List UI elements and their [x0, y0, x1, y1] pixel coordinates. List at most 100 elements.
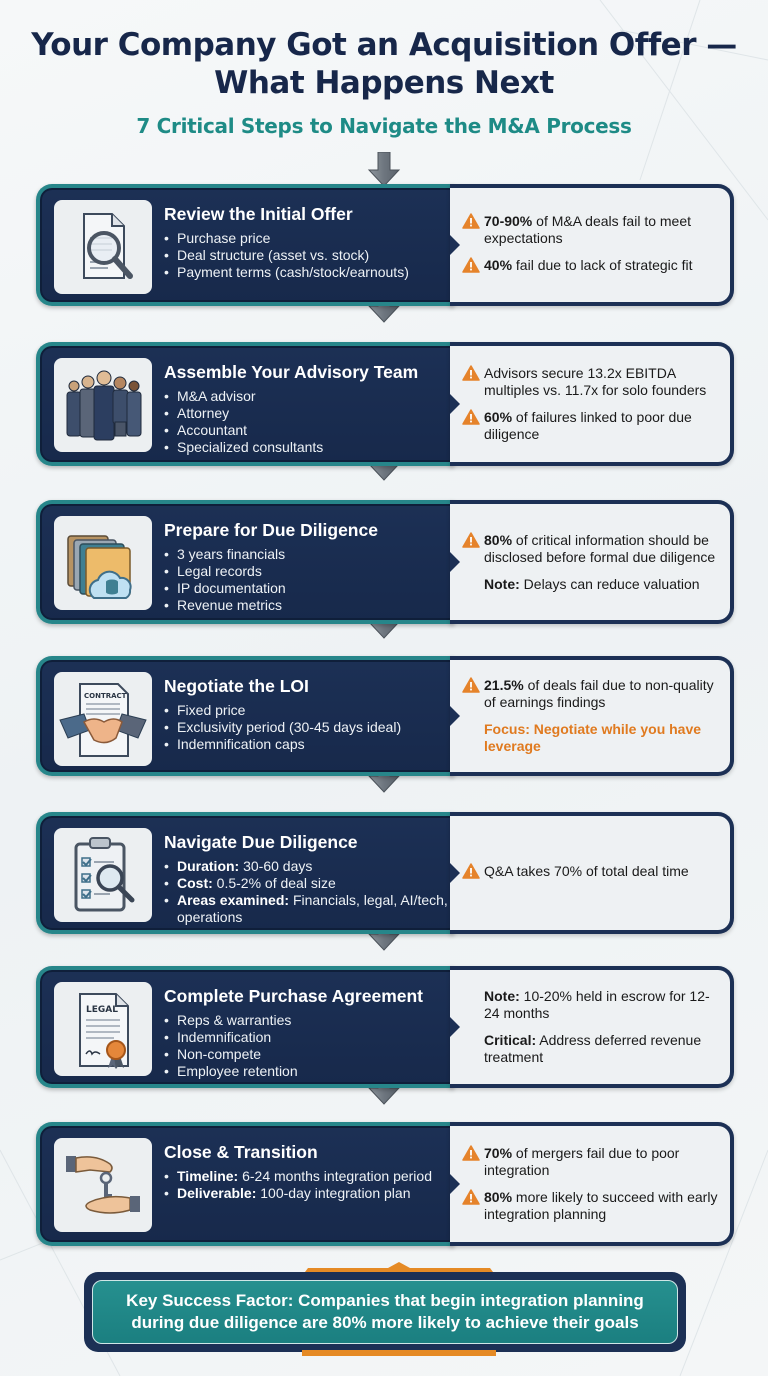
step-stats-panel: Note: 10-20% held in escrow for 12-24 mo… [450, 966, 734, 1088]
warning-stat: Advisors secure 13.2x EBITDA multiples v… [462, 365, 720, 399]
step-bullet-list: Purchase priceDeal structure (asset vs. … [164, 230, 454, 281]
step-bullet: Cost: 0.5-2% of deal size [164, 875, 454, 892]
step-bullet: M&A advisor [164, 388, 454, 405]
step-bullet: Accountant [164, 422, 454, 439]
stats-list: Q&A takes 70% of total deal time [462, 816, 720, 930]
contract-handshake-icon: CONTRACT [54, 672, 152, 766]
step-title: Close & Transition [164, 1142, 318, 1162]
step-bullet-list: Fixed priceExclusivity period (30-45 day… [164, 702, 454, 753]
step-card: LEGAL Complete Purchase Agreement Reps &… [36, 966, 734, 1088]
footer-orange-accent [302, 1350, 496, 1356]
stats-list: Advisors secure 13.2x EBITDA multiples v… [462, 346, 720, 462]
warning-stat: 80% more likely to succeed with early in… [462, 1189, 720, 1223]
warning-triangle-icon [462, 863, 482, 883]
step-title: Assemble Your Advisory Team [164, 362, 419, 382]
step-bullet-list: Timeline: 6-24 months integration period… [164, 1168, 454, 1202]
stats-list: 80% of critical information should be di… [462, 504, 720, 620]
step-bullet: Deal structure (asset vs. stock) [164, 247, 454, 264]
step-details-panel: CONTRACT Negotiate the LOI Fixed priceEx… [36, 656, 454, 776]
svg-text:CONTRACT: CONTRACT [84, 692, 127, 700]
step-details-panel: Assemble Your Advisory Team M&A advisorA… [36, 342, 454, 466]
document-magnifier-icon [54, 200, 152, 294]
step-card: Navigate Due Diligence Duration: 30-60 d… [36, 812, 734, 934]
step-bullet: Non-compete [164, 1046, 454, 1063]
key-handover-icon [54, 1138, 152, 1232]
step-title: Prepare for Due Diligence [164, 520, 378, 540]
step-bullet: Payment terms (cash/stock/earnouts) [164, 264, 454, 281]
step-bullet: Fixed price [164, 702, 454, 719]
note-text: Critical: Address deferred revenue treat… [484, 1032, 702, 1065]
warning-stat: 40% fail due to lack of strategic fit [462, 257, 720, 277]
step-bullet: Duration: 30-60 days [164, 858, 454, 875]
step-details-panel: LEGAL Complete Purchase Agreement Reps &… [36, 966, 454, 1088]
warning-triangle-icon [462, 257, 482, 277]
step-bullet: IP documentation [164, 580, 454, 597]
warning-stat: 60% of failures linked to poor due dilig… [462, 409, 720, 443]
step-bullet: Specialized consultants [164, 439, 454, 456]
business-team-icon [54, 358, 152, 452]
legal-certificate-icon: LEGAL [54, 982, 152, 1076]
warning-triangle-icon [462, 677, 482, 697]
step-title: Complete Purchase Agreement [164, 986, 424, 1006]
step-card: Assemble Your Advisory Team M&A advisorA… [36, 342, 734, 466]
checklist-magnifier-icon [54, 828, 152, 922]
step-bullet: Deliverable: 100-day integration plan [164, 1185, 454, 1202]
step-stats-panel: Q&A takes 70% of total deal time [450, 812, 734, 934]
step-bullet: Indemnification caps [164, 736, 454, 753]
warning-triangle-icon [462, 531, 482, 552]
step-bullet: Areas examined: Financials, legal, AI/te… [164, 892, 454, 926]
warning-stat: 80% of critical information should be di… [462, 532, 720, 566]
step-stats-panel: 70% of mergers fail due to poor integrat… [450, 1122, 734, 1246]
step-card: Prepare for Due Diligence 3 years financ… [36, 500, 734, 624]
warning-triangle-icon [462, 409, 482, 429]
step-bullet: Revenue metrics [164, 597, 454, 614]
flow-arrow-down-icon [366, 151, 402, 188]
step-bullet-list: 3 years financialsLegal recordsIP docume… [164, 546, 454, 614]
step-card: Review the Initial Offer Purchase priceD… [36, 184, 734, 306]
step-bullet-list: Reps & warrantiesIndemnificationNon-comp… [164, 1012, 454, 1080]
step-title: Navigate Due Diligence [164, 832, 358, 852]
warning-triangle-icon [462, 365, 482, 385]
step-details-panel: Prepare for Due Diligence 3 years financ… [36, 500, 454, 624]
step-stats-panel: Advisors secure 13.2x EBITDA multiples v… [450, 342, 734, 466]
step-bullet-list: M&A advisorAttorneyAccountantSpecialized… [164, 388, 454, 456]
step-stats-panel: 21.5% of deals fail due to non-quality o… [450, 656, 734, 776]
step-details-panel: Review the Initial Offer Purchase priceD… [36, 184, 454, 306]
step-bullet: Employee retention [164, 1063, 454, 1080]
step-bullet: Purchase price [164, 230, 454, 247]
step-title: Review the Initial Offer [164, 204, 353, 224]
step-bullet: Attorney [164, 405, 454, 422]
stats-list: Note: 10-20% held in escrow for 12-24 mo… [462, 970, 720, 1084]
step-stats-panel: 70-90% of M&A deals fail to meet expecta… [450, 184, 734, 306]
page-title: Your Company Got an Acquisition Offer — … [31, 27, 737, 101]
stats-list: 21.5% of deals fail due to non-quality o… [462, 660, 720, 772]
step-bullet-list: Duration: 30-60 daysCost: 0.5-2% of deal… [164, 858, 454, 926]
warning-triangle-icon [462, 1189, 482, 1209]
step-bullet: 3 years financials [164, 546, 454, 563]
step-details-panel: Navigate Due Diligence Duration: 30-60 d… [36, 812, 454, 934]
step-card: CONTRACT Negotiate the LOI Fixed priceEx… [36, 656, 734, 776]
svg-text:LEGAL: LEGAL [86, 1005, 118, 1015]
folders-cloud-database-icon [54, 516, 152, 610]
note-text: Note: 10-20% held in escrow for 12-24 mo… [484, 988, 710, 1021]
warning-stat: 21.5% of deals fail due to non-quality o… [462, 677, 720, 711]
stats-list: 70-90% of M&A deals fail to meet expecta… [462, 188, 720, 302]
warning-triangle-icon [462, 213, 482, 233]
step-bullet: Timeline: 6-24 months integration period [164, 1168, 454, 1185]
warning-stat: Q&A takes 70% of total deal time [462, 863, 720, 883]
step-bullet: Exclusivity period (30-45 days ideal) [164, 719, 454, 736]
key-success-banner: Key Success Factor: Companies that begin… [84, 1272, 686, 1352]
warning-stat: 70-90% of M&A deals fail to meet expecta… [462, 213, 720, 247]
step-bullet: Reps & warranties [164, 1012, 454, 1029]
step-stats-panel: 80% of critical information should be di… [450, 500, 734, 624]
step-title: Negotiate the LOI [164, 676, 309, 696]
step-bullet: Legal records [164, 563, 454, 580]
warning-stat: 70% of mergers fail due to poor integrat… [462, 1145, 720, 1179]
note-text: Note: Delays can reduce valuation [484, 575, 700, 592]
warning-triangle-icon [462, 1145, 482, 1165]
step-card: Close & Transition Timeline: 6-24 months… [36, 1122, 734, 1246]
page-subtitle: 7 Critical Steps to Navigate the M&A Pro… [136, 114, 632, 138]
step-details-panel: Close & Transition Timeline: 6-24 months… [36, 1122, 454, 1246]
focus-note: Focus: Negotiate while you have leverage [484, 721, 702, 754]
step-bullet: Indemnification [164, 1029, 454, 1046]
